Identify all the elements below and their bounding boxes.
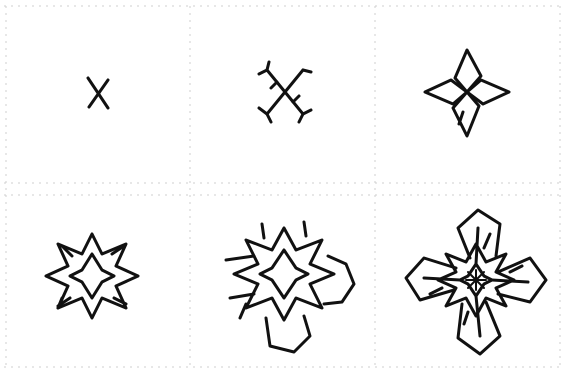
stage-5-star-with-petals: [226, 222, 354, 352]
stage-3-four-petal: [425, 50, 509, 136]
stage-4-star: [46, 234, 138, 318]
stage-1-x-cross: [88, 78, 108, 108]
stage-6-center: [466, 270, 486, 290]
stage-2-branched-x: [259, 62, 311, 122]
